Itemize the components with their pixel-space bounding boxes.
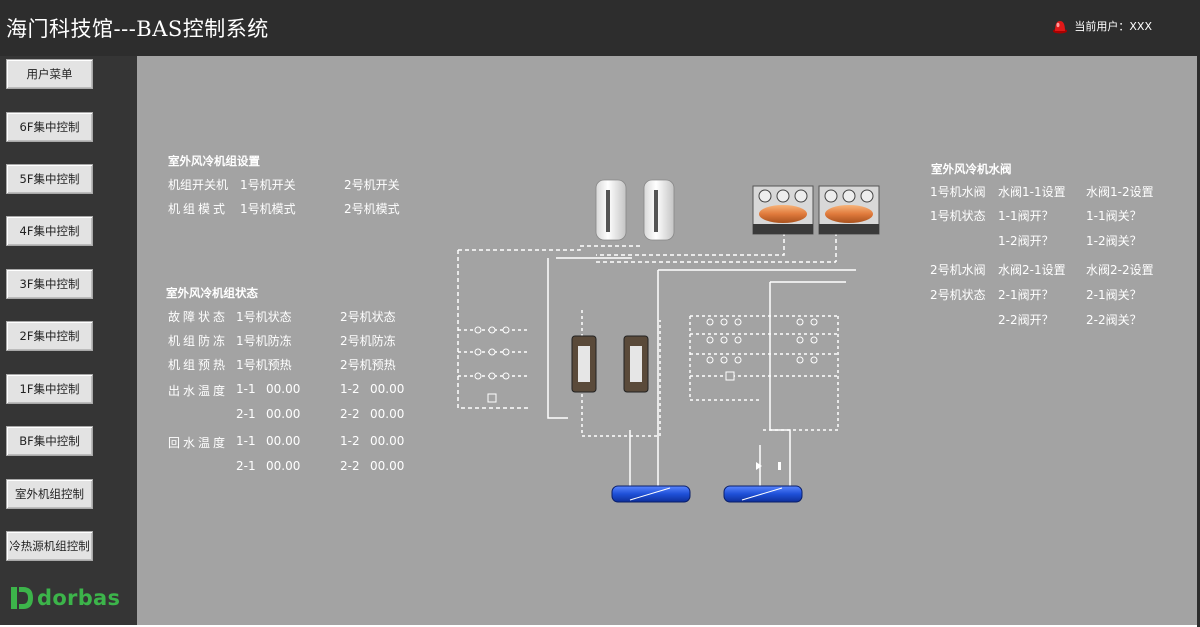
- status-label-fault: 故障状态: [168, 310, 229, 324]
- unit1-power-switch[interactable]: 1号机开关: [240, 178, 296, 192]
- outlet-temp-id: 2-2: [340, 407, 360, 421]
- header-bar: 海门科技馆---BAS控制系统 当前用户： XXX: [0, 0, 1200, 56]
- nav-1f-control[interactable]: 1F集中控制: [6, 374, 93, 404]
- unit1-status-label: 1号机状态: [930, 209, 986, 223]
- valve-1-1-open-status: 1-1阀开？: [998, 209, 1054, 223]
- return-temp-value: 00.00: [266, 434, 301, 448]
- outlet-temp-id: 1-1: [236, 382, 256, 396]
- air-cooled-chiller-icon: [752, 185, 880, 235]
- return-temp-value: 00.00: [370, 434, 405, 448]
- return-temp-id: 1-2: [340, 434, 360, 448]
- valve-2-2-close-status: 2-2阀关？: [1086, 313, 1142, 327]
- current-user-label: 当前用户：: [1074, 20, 1130, 33]
- settings-label-power: 机组开关机: [168, 178, 229, 192]
- return-temp-value: 00.00: [266, 459, 301, 473]
- outlet-temp-value: 00.00: [370, 382, 405, 396]
- nav-5f-control[interactable]: 5F集中控制: [6, 164, 93, 194]
- unit1-antifreeze: 1号机防冻: [236, 334, 292, 348]
- unit2-mode[interactable]: 2号机模式: [344, 202, 400, 216]
- dorbas-logo: dorbas: [10, 586, 120, 610]
- nav-bf-control[interactable]: BF集中控制: [6, 426, 93, 456]
- valves-section-title: 室外风冷机水阀: [931, 162, 1012, 176]
- outlet-temp-value: 00.00: [266, 382, 301, 396]
- settings-section-title: 室外风冷机组设置: [168, 154, 260, 168]
- valve-1-2-open-status: 1-2阀开？: [998, 234, 1054, 248]
- status-section-title: 室外风冷机组状态: [166, 286, 258, 300]
- pump-group-right: [706, 318, 818, 381]
- outlet-temp-id: 2-1: [236, 407, 256, 421]
- valve-2-1-open-status: 2-1阀开？: [998, 288, 1054, 302]
- return-temp-id: 2-2: [340, 459, 360, 473]
- valve-1-2-close-status: 1-2阀关？: [1086, 234, 1142, 248]
- nav-user-menu[interactable]: 用户菜单: [6, 59, 93, 89]
- unit1-valve-label: 1号机水阀: [930, 185, 986, 199]
- dorbas-logo-icon: [11, 587, 33, 609]
- frame-edge: [1197, 0, 1200, 627]
- valve-2-1-setting[interactable]: 水阀2-1设置: [998, 263, 1066, 277]
- valve-2-2-setting[interactable]: 水阀2-2设置: [1086, 263, 1154, 277]
- water-tank-icon: [611, 485, 803, 503]
- current-user: 当前用户： XXX: [1052, 18, 1152, 34]
- unit2-valve-label: 2号机水阀: [930, 263, 986, 277]
- nav-3f-control[interactable]: 3F集中控制: [6, 269, 93, 299]
- valve-1-1-setting[interactable]: 水阀1-1设置: [998, 185, 1066, 199]
- current-user-name: XXX: [1129, 19, 1152, 33]
- unit1-mode[interactable]: 1号机模式: [240, 202, 296, 216]
- return-temp-value: 00.00: [370, 459, 405, 473]
- storage-tank-icon: [595, 179, 675, 241]
- app-title: 海门科技馆---BAS控制系统: [6, 17, 269, 41]
- unit2-power-switch[interactable]: 2号机开关: [344, 178, 400, 192]
- valve-2-2-open-status: 2-2阀开？: [998, 313, 1054, 327]
- valve-2-1-close-status: 2-1阀关？: [1086, 288, 1142, 302]
- return-temp-id: 2-1: [236, 459, 256, 473]
- valve-1-1-close-status: 1-1阀关？: [1086, 209, 1142, 223]
- return-temp-label: 回水温度: [168, 436, 229, 450]
- valve-icon: [756, 462, 781, 470]
- pump-icon: [571, 335, 649, 393]
- nav-2f-control[interactable]: 2F集中控制: [6, 321, 93, 351]
- outlet-temp-value: 00.00: [266, 407, 301, 421]
- unit1-fault-status: 1号机状态: [236, 310, 292, 324]
- outlet-temp-id: 1-2: [340, 382, 360, 396]
- unit2-fault-status: 2号机状态: [340, 310, 396, 324]
- return-temp-id: 1-1: [236, 434, 256, 448]
- settings-label-mode: 机组模式: [168, 202, 229, 216]
- nav-4f-control[interactable]: 4F集中控制: [6, 216, 93, 246]
- main-panel: [137, 56, 1198, 625]
- outlet-temp-label: 出水温度: [168, 384, 229, 398]
- valve-1-2-setting[interactable]: 水阀1-2设置: [1086, 185, 1154, 199]
- nav-6f-control[interactable]: 6F集中控制: [6, 112, 93, 142]
- logo-text: dorbas: [37, 586, 121, 610]
- status-label-antifreeze: 机组防冻: [168, 334, 229, 348]
- pump-group-left: [474, 326, 510, 403]
- outlet-temp-value: 00.00: [370, 407, 405, 421]
- status-label-preheat: 机组预热: [168, 358, 229, 372]
- unit2-preheat: 2号机预热: [340, 358, 396, 372]
- nav-chiller-heater-control[interactable]: 冷热源机组控制: [6, 531, 93, 561]
- unit1-preheat: 1号机预热: [236, 358, 292, 372]
- nav-outdoor-unit-control[interactable]: 室外机组控制: [6, 479, 93, 509]
- alarm-light-icon: [1053, 21, 1068, 34]
- unit2-antifreeze: 2号机防冻: [340, 334, 396, 348]
- unit2-status-label: 2号机状态: [930, 288, 986, 302]
